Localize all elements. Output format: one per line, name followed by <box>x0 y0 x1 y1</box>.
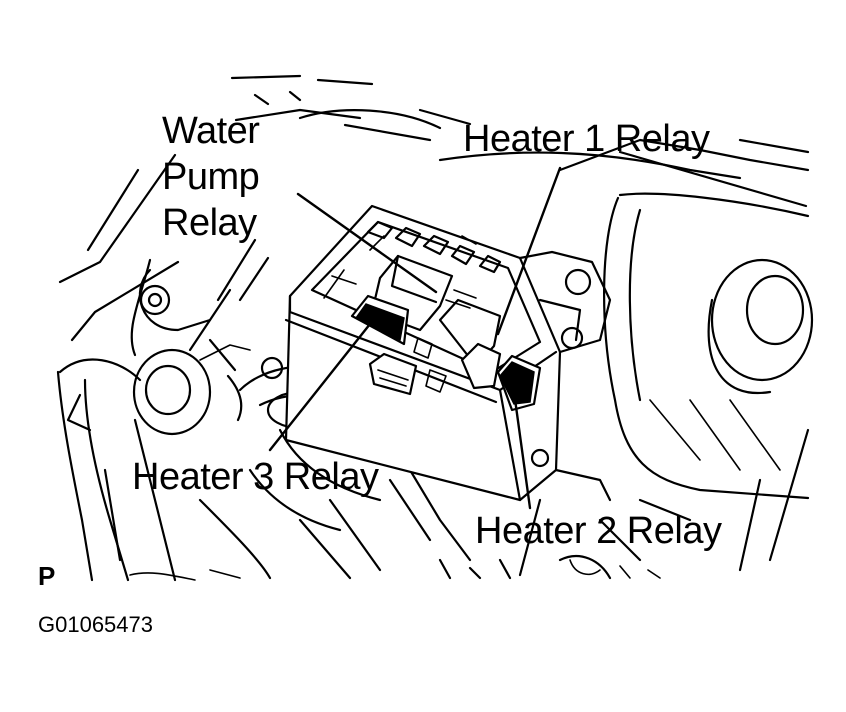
water-pump-relay-line-3: Relay <box>162 202 257 244</box>
relay-box <box>260 204 612 502</box>
heater-3-relay-label: Heater 3 Relay <box>132 456 379 498</box>
leader-water-pump-relay <box>296 192 438 294</box>
leader-lines <box>268 166 562 510</box>
leader-heater-3-relay <box>268 322 372 452</box>
heater-1-relay-label: Heater 1 Relay <box>463 118 710 160</box>
view-marker: P <box>38 561 56 591</box>
water-pump-relay-label: Water Pump Relay <box>162 108 260 246</box>
leader-heater-1-relay <box>496 166 562 336</box>
heater-2-relay-label: Heater 2 Relay <box>475 510 722 552</box>
water-pump-relay-line-2: Pump <box>162 156 260 198</box>
leader-heater-2-relay <box>512 390 532 510</box>
water-pump-relay-line-1: Water <box>162 110 260 152</box>
engine-bay-outline <box>56 74 814 582</box>
figure-code: G01065473 <box>38 612 153 637</box>
